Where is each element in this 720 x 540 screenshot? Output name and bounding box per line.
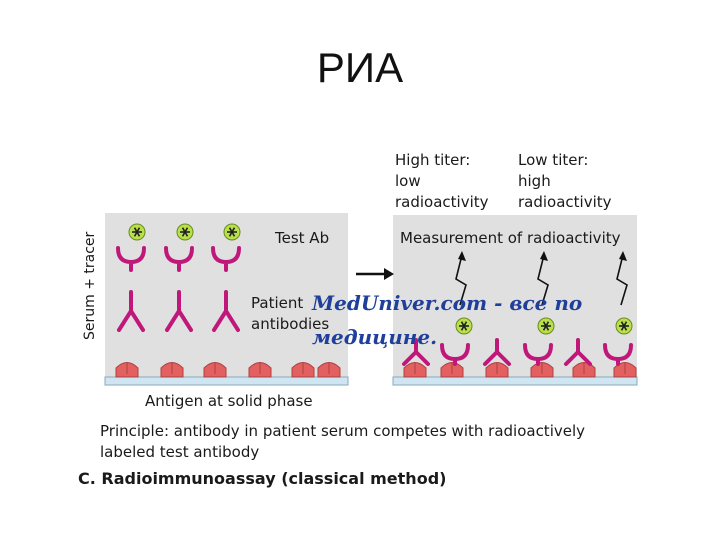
arrow-icon: [356, 268, 394, 280]
high-titer-line1: High titer:: [395, 151, 470, 169]
test-antibody-shape: [164, 246, 194, 272]
right-panel: [393, 215, 637, 378]
tracer-star-icon: [455, 317, 473, 335]
test-antibody-shape: [211, 246, 241, 272]
tracer-star-icon: [615, 317, 633, 335]
caption: C. Radioimmunoassay (classical method): [78, 469, 446, 488]
patient-antibody-shape: [117, 290, 145, 332]
left-patient-antibodies: [117, 290, 240, 332]
radiation-bolt-icon: [537, 254, 549, 306]
tracer-star-icon: [223, 223, 241, 241]
high-titer-line2: low: [395, 172, 421, 190]
low-titer-line3: radioactivity: [518, 193, 612, 211]
patient-antibody-shape: [483, 338, 511, 366]
radiation-bolt-icon: [616, 254, 628, 306]
patient-label-line1: Patient: [251, 294, 303, 312]
tracer-star-icon: [176, 223, 194, 241]
test-ab-label: Test Ab: [274, 229, 329, 247]
high-titer-line3: radioactivity: [395, 193, 489, 211]
left-solid-phase: [104, 376, 349, 386]
patient-antibody-shape: [212, 290, 240, 332]
patient-label-line2: antibodies: [251, 315, 329, 333]
principle-line2: labeled test antibody: [100, 443, 259, 461]
watermark-line1: MedUniver.com - все по: [311, 291, 582, 315]
low-titer-line2: high: [518, 172, 551, 190]
low-titer-line1: Low titer:: [518, 151, 588, 169]
right-bound-antibodies: [402, 317, 633, 366]
watermark-line2: медицине.: [312, 325, 437, 349]
test-antibody-shape: [116, 246, 146, 272]
measurement-label: Measurement of radioactivity: [400, 229, 621, 247]
slide-title: РИА: [316, 44, 404, 91]
principle-line1: Principle: antibody in patient serum com…: [100, 422, 585, 440]
radiation-bolt-icon: [455, 254, 467, 306]
right-solid-phase: [392, 376, 638, 386]
test-antibody-shape: [440, 343, 470, 366]
right-antigens: [403, 362, 637, 378]
patient-antibody-shape: [165, 290, 193, 332]
left-antigens: [115, 362, 341, 378]
left-test-antibodies: [116, 223, 241, 272]
patient-antibody-shape: [402, 338, 430, 366]
antigen-label: Antigen at solid phase: [145, 392, 313, 410]
patient-antibody-shape: [564, 338, 592, 366]
test-antibody-shape: [603, 343, 633, 366]
tracer-star-icon: [128, 223, 146, 241]
side-label: Serum + tracer: [82, 231, 98, 340]
test-antibody-shape: [523, 343, 553, 366]
tracer-star-icon: [537, 317, 555, 335]
radiation-bolts: [455, 251, 628, 306]
